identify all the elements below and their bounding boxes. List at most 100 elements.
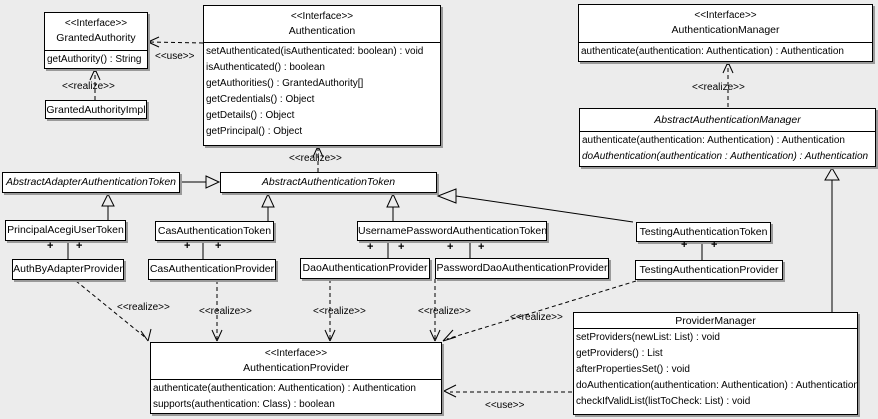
class-username-password-authentication-token[interactable]: UsernamePasswordAuthenticationToken [357, 221, 547, 241]
method: getCredentials() : Object [206, 94, 315, 105]
class-name: AuthenticationProvider [243, 362, 349, 374]
realize-granted-authority-arrow-a [89, 68, 96, 81]
class-granted-authority[interactable]: <<Interface>> GrantedAuthority getAuthor… [44, 12, 148, 69]
class-name: GrantedAuthorityImpl [46, 104, 146, 116]
class-authentication-provider[interactable]: <<Interface>> AuthenticationProvider aut… [150, 342, 442, 414]
class-cas-authentication-provider[interactable]: CasAuthenticationProvider [148, 259, 276, 280]
use-label: <<use>> [155, 51, 195, 62]
method: authenticate(authentication: Authenticat… [581, 46, 844, 57]
generalization-cas-token-arrow [261, 192, 275, 208]
class-abstract-adapter-authentication-token[interactable]: AbstractAdapterAuthenticationToken [2, 172, 180, 193]
class-name: AbstractAdapterAuthenticationToken [5, 176, 177, 188]
realize-abstract-manager-arrow-b [727, 61, 734, 74]
multiplicity-label: + [367, 241, 374, 253]
realize-passworddao-provider-arrow-b [434, 329, 441, 342]
realize-authbyadapter-arrow-b [147, 328, 152, 342]
use-label: <<use>> [485, 400, 525, 411]
class-name: TestingAuthenticationToken [639, 226, 768, 238]
realize-label: <<realize>> [289, 153, 342, 164]
method: checkIfValidList(listToCheck: List) : vo… [576, 396, 751, 407]
method: isAuthenticated() : boolean [206, 62, 325, 73]
generalization-testing-token-arrow [436, 188, 457, 204]
realize-label: <<realize>> [692, 82, 745, 93]
multiplicity-label: + [184, 240, 191, 252]
realize-cas-provider-arrow-b [216, 329, 223, 342]
method: getAuthorities() : GrantedAuthority[] [206, 78, 364, 89]
class-cas-authentication-token[interactable]: CasAuthenticationToken [155, 221, 274, 241]
method: afterPropertiesSet() : void [576, 364, 690, 375]
multiplicity-label: + [215, 240, 222, 252]
use-authentication-provider-arrow-b [443, 390, 457, 398]
realize-label: <<realize>> [418, 306, 471, 317]
method-abstract: doAuthentication(authentication : Authen… [582, 151, 869, 162]
multiplicity-label: + [681, 239, 688, 251]
method: getPrincipal() : Object [206, 126, 303, 137]
multiplicity-label: + [478, 241, 485, 253]
class-provider-manager[interactable]: ProviderManager setProviders(newList: Li… [573, 312, 858, 415]
multiplicity-label: + [398, 241, 405, 253]
generalization-adapter-token-arrow [205, 175, 221, 189]
class-testing-authentication-provider[interactable]: TestingAuthenticationProvider [635, 260, 783, 280]
stereotype-label: <<Interface>> [64, 18, 128, 29]
realize-passworddao-provider-arrow-a [429, 329, 436, 342]
generalization-testing-token-line [455, 195, 634, 223]
class-name: PrincipalAcegiUserToken [7, 224, 124, 236]
class-authentication-manager[interactable]: <<Interface>> AuthenticationManager auth… [578, 4, 873, 62]
generalization-username-token-arrow [386, 192, 400, 208]
method: doAuthentication(authentication: Authent… [576, 380, 858, 391]
class-name: AuthByAdapterProvider [13, 263, 123, 275]
stereotype-label: <<Interface>> [264, 348, 328, 359]
method: supports(authentication: Class) : boolea… [153, 399, 335, 410]
class-name: CasAuthenticationProvider [149, 263, 275, 275]
class-name: AbstractAuthenticationToken [261, 176, 396, 188]
generalization-provider-manager-arrow [824, 167, 840, 181]
realize-label: <<realize>> [313, 306, 366, 317]
class-password-dao-authentication-provider[interactable]: PasswordDaoAuthenticationProvider [435, 258, 609, 279]
realize-dao-provider-arrow-a [324, 329, 331, 342]
class-dao-authentication-provider[interactable]: DaoAuthenticationProvider [300, 258, 430, 279]
class-auth-by-adapter-provider[interactable]: AuthByAdapterProvider [12, 259, 124, 280]
class-abstract-authentication-manager[interactable]: AbstractAuthenticationManager authentica… [579, 108, 876, 167]
class-principal-acegi-user-token[interactable]: PrincipalAcegiUserToken [5, 220, 126, 241]
class-granted-authority-impl[interactable]: GrantedAuthorityImpl [45, 100, 147, 119]
multiplicity-label: + [711, 239, 718, 251]
realize-granted-authority-arrow-b [94, 68, 101, 81]
method: authenticate(authentication: Authenticat… [153, 383, 416, 394]
class-name: AuthenticationManager [671, 24, 780, 36]
method: authenticate(authentication: Authenticat… [582, 135, 845, 146]
class-name: DaoAuthenticationProvider [302, 262, 428, 274]
realize-label: <<realize>> [510, 312, 563, 323]
realize-dao-provider-arrow-b [329, 329, 336, 342]
method: getProviders() : List [576, 348, 663, 359]
class-testing-authentication-token[interactable]: TestingAuthenticationToken [636, 222, 771, 242]
class-name: TestingAuthenticationProvider [639, 264, 779, 276]
realize-label: <<realize>> [117, 302, 170, 313]
multiplicity-label: + [47, 240, 54, 252]
realize-label: <<realize>> [62, 81, 115, 92]
generalization-principal-arrow [101, 192, 115, 207]
method: setProviders(newList: List) : void [576, 332, 720, 343]
realize-testing-provider-arrow-b [442, 329, 454, 342]
realize-testing-provider-arrow-a [442, 336, 457, 342]
method: setAuthenticated(isAuthenticated: boolea… [206, 46, 424, 57]
class-name: Authentication [288, 25, 356, 37]
stereotype-label: <<Interface>> [694, 10, 757, 21]
class-name: ProviderManager [675, 315, 756, 327]
class-name: GrantedAuthority [56, 32, 136, 44]
use-granted-authority-line [149, 41, 204, 44]
class-name: PasswordDaoAuthenticationProvider [436, 262, 608, 274]
use-authentication-provider-arrow-a [443, 384, 457, 392]
realize-label: <<realize>> [199, 306, 252, 317]
use-granted-authority-arrow-a [147, 36, 160, 43]
method: getDetails() : Object [206, 110, 295, 121]
class-name: UsernamePasswordAuthenticationToken [358, 225, 547, 237]
realize-cas-provider-arrow-a [211, 329, 218, 342]
use-granted-authority-arrow-b [147, 41, 160, 48]
multiplicity-label: + [76, 240, 83, 252]
class-abstract-authentication-token[interactable]: AbstractAuthenticationToken [220, 172, 437, 193]
class-name: AbstractAuthenticationManager [654, 114, 801, 126]
class-name: CasAuthenticationToken [157, 225, 272, 237]
class-authentication[interactable]: <<Interface>> Authentication setAuthenti… [203, 5, 441, 146]
multiplicity-label: + [447, 241, 454, 253]
